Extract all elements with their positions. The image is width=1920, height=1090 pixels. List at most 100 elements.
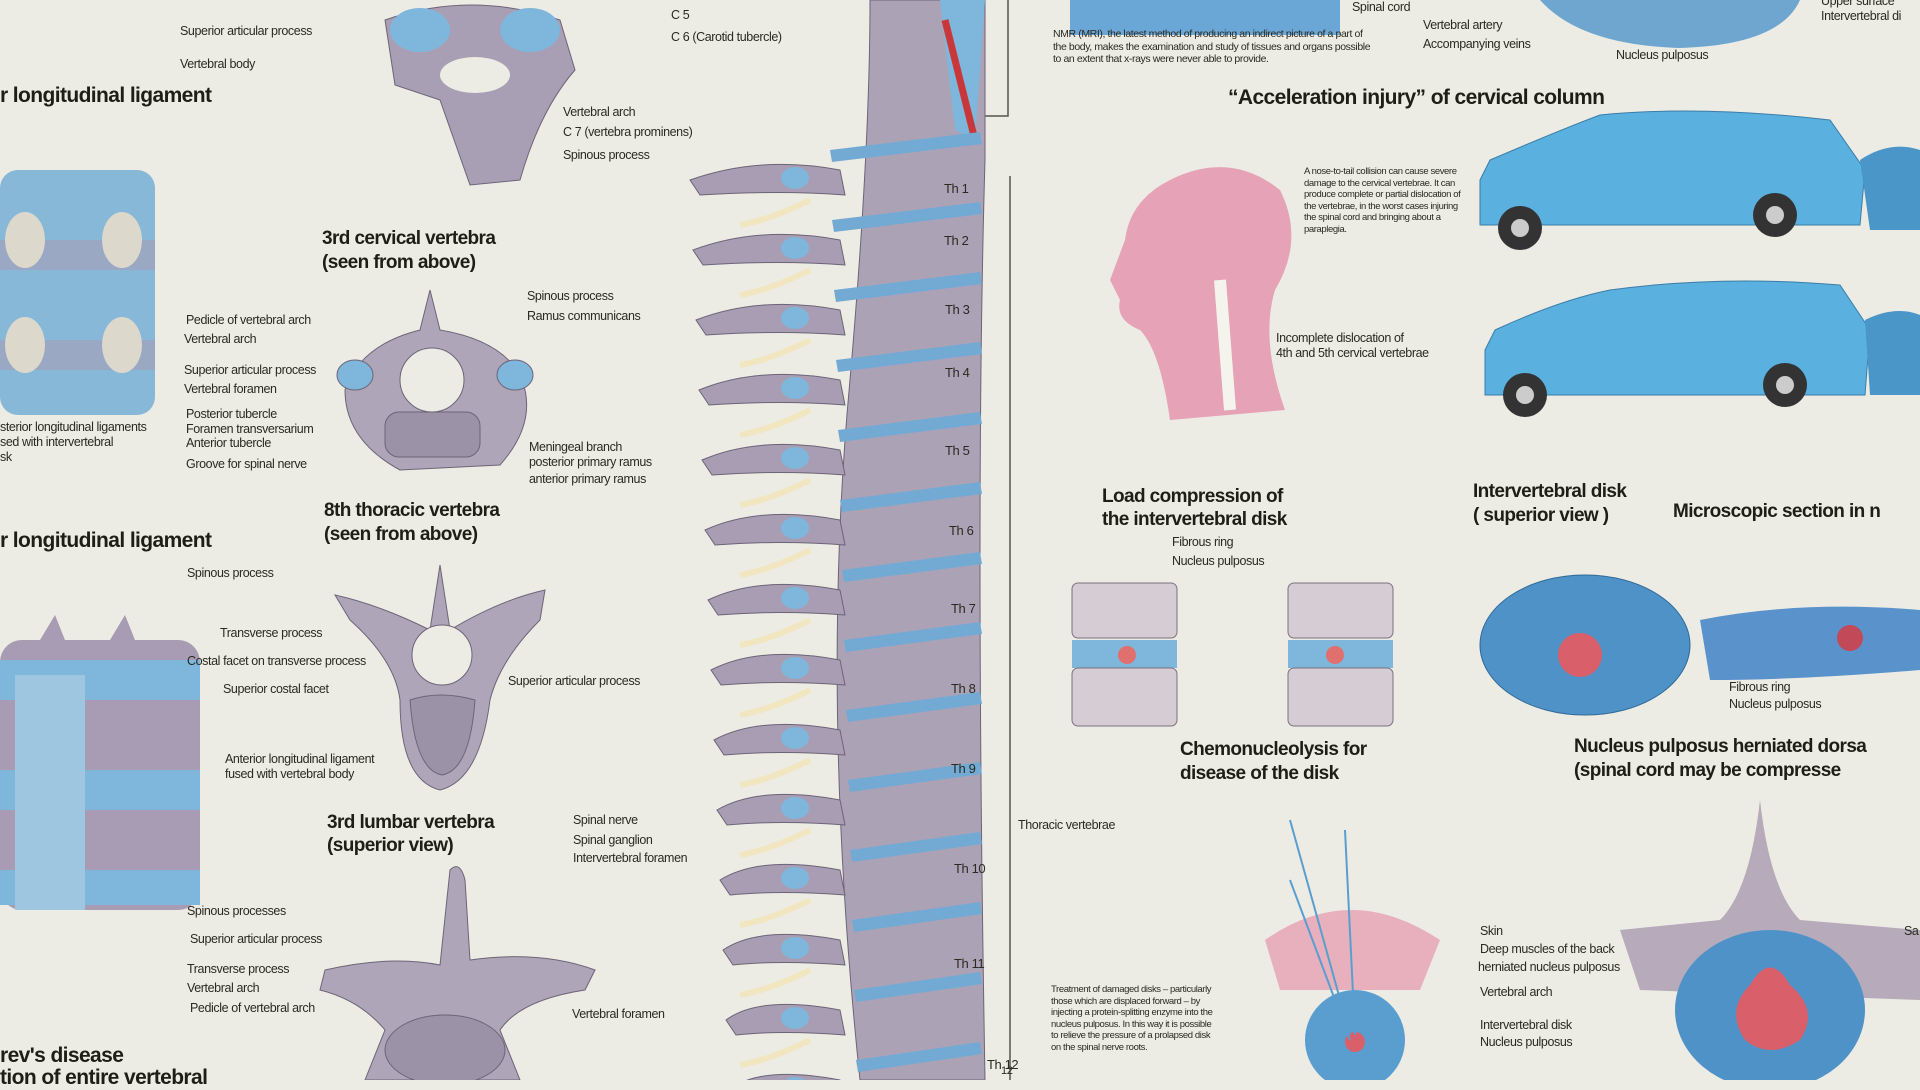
spinal-nerve-shape bbox=[739, 687, 812, 718]
articular-facet-shape bbox=[781, 587, 809, 609]
label-c5: C 5 bbox=[671, 8, 690, 22]
label: Superior costal facet bbox=[223, 682, 329, 696]
label-intervertebral-disk: Intervertebral di bbox=[1821, 9, 1902, 23]
t8-title: 8th thoracic vertebra bbox=[324, 500, 500, 521]
label-cervical-vertebrae: 4th and 5th cervical vertebrae bbox=[1276, 346, 1429, 360]
intervertebral-disk-shape bbox=[848, 762, 982, 792]
load-compression-illustration bbox=[1071, 582, 1394, 727]
chemonucleolysis-illustration bbox=[1265, 819, 1440, 1080]
articular-facet-shape bbox=[781, 377, 809, 399]
articular-facet-shape bbox=[781, 727, 809, 749]
spinal-nerve-shape bbox=[739, 1037, 812, 1068]
spinal-nerve-shape bbox=[739, 967, 812, 998]
intervertebral-disk-shape bbox=[840, 482, 982, 512]
intervertebral-disk-shape bbox=[832, 202, 982, 232]
cervical-vertebra-illustration bbox=[384, 4, 576, 186]
label-vertebral-arch: Vertebral arch bbox=[563, 105, 636, 119]
label: Vertebral foramen bbox=[572, 1007, 665, 1021]
mri-image bbox=[1070, 0, 1340, 35]
label: Spinous processes bbox=[187, 904, 286, 918]
label-th12: Th 12 bbox=[987, 1057, 1019, 1072]
label-anterior-ramus: anterior primary ramus bbox=[529, 472, 646, 486]
intervertebral-disk-shape bbox=[844, 622, 982, 652]
disk-superior-view-illustration bbox=[1479, 574, 1920, 716]
label-th7: Th 7 bbox=[951, 601, 976, 616]
herniated-disk-illustration bbox=[1620, 800, 1920, 1080]
label-pedicle: Pedicle of vertebral arch bbox=[186, 313, 311, 327]
articular-facet-shape bbox=[781, 1007, 809, 1029]
l3-subtitle: (superior view) bbox=[327, 835, 454, 856]
label-nucleus-pulposus: Nucleus pulposus bbox=[1172, 554, 1265, 568]
label: Vertebral foramen bbox=[184, 382, 277, 396]
intervertebral-disk-shape bbox=[854, 972, 982, 1002]
label-vertebral-body: Vertebral body bbox=[180, 57, 256, 71]
label-cut-off: Sa bbox=[1904, 924, 1919, 938]
label-herniated-nucleus: herniated nucleus pulposus bbox=[1478, 960, 1620, 974]
label-vertebral-arch: Vertebral arch bbox=[1480, 985, 1553, 999]
label-intervertebral-disk: Intervertebral disk bbox=[1480, 1018, 1572, 1032]
spinous-process-shape bbox=[692, 233, 846, 266]
spinal-nerve-shape bbox=[739, 267, 812, 298]
head-illustration bbox=[1110, 167, 1292, 420]
page-number: 12 bbox=[1001, 1065, 1013, 1077]
articular-facet-shape bbox=[781, 447, 809, 469]
articular-facet-shape bbox=[781, 237, 809, 259]
t8-vertebra-illustration bbox=[333, 564, 546, 791]
load-title-1: Load compression of bbox=[1102, 486, 1283, 507]
label-th4: Th 4 bbox=[945, 365, 970, 380]
label-th1: Th 1 bbox=[944, 181, 969, 196]
chemo-title-1: Chemonucleolysis for bbox=[1180, 739, 1367, 760]
articular-facet-shape bbox=[781, 167, 809, 189]
spinal-nerve-shape bbox=[739, 337, 812, 368]
intervertebral-disk-shape bbox=[836, 342, 982, 372]
articular-facet-shape bbox=[781, 867, 809, 889]
spinous-process-shape bbox=[689, 163, 846, 196]
intervertebral-disk-shape bbox=[846, 692, 982, 722]
car-illustration-rebound bbox=[1484, 280, 1920, 417]
spinous-process-shape bbox=[707, 583, 846, 616]
vertebral-column-segment-illustration bbox=[0, 615, 200, 910]
spinous-process-shape bbox=[701, 443, 846, 476]
ligament-block-illustration bbox=[0, 170, 155, 415]
articular-facet-shape bbox=[781, 797, 809, 819]
label-th9: Th 9 bbox=[951, 761, 976, 776]
spinous-process-shape bbox=[704, 513, 846, 546]
label-deep-muscles: Deep muscles of the back bbox=[1480, 942, 1615, 956]
caption-ligament-2: sed with intervertebral bbox=[0, 435, 114, 449]
heading-disease: rev's disease bbox=[0, 1044, 124, 1067]
articular-facet-shape bbox=[781, 657, 809, 679]
label-vertebral-artery: Vertebral artery bbox=[1423, 18, 1503, 32]
label: Anterior tubercle bbox=[186, 436, 271, 450]
chemo-title-2: disease of the disk bbox=[1180, 763, 1339, 784]
label-thoracic-vertebrae: Thoracic vertebrae bbox=[1018, 818, 1116, 832]
label-c6: C 6 (Carotid tubercle) bbox=[671, 30, 782, 44]
label: Vertebral arch bbox=[187, 981, 260, 995]
label-skin: Skin bbox=[1480, 924, 1503, 938]
label: Superior articular process bbox=[508, 674, 641, 688]
heading-disease-2: tion of entire vertebral bbox=[0, 1066, 208, 1089]
label: Transverse process bbox=[220, 626, 323, 640]
spinous-process-shape bbox=[695, 303, 846, 336]
intervertebral-disk-shape bbox=[856, 1042, 982, 1072]
caption-ligament-3: sk bbox=[0, 450, 12, 464]
label-c7: C 7 (vertebra prominens) bbox=[563, 125, 693, 139]
label: Foramen transversarium bbox=[186, 422, 314, 436]
intervertebral-disk-shape bbox=[834, 272, 982, 302]
label-th8: Th 8 bbox=[951, 681, 976, 696]
disk-top-illustration bbox=[1540, 0, 1800, 48]
disk-superior-title-1: Intervertebral disk bbox=[1473, 481, 1627, 502]
spinal-nerve-shape bbox=[739, 897, 812, 928]
spinous-process-shape bbox=[710, 653, 846, 686]
label-fibrous-ring: Fibrous ring bbox=[1172, 535, 1234, 549]
spinal-nerve-shape bbox=[739, 757, 812, 788]
label-fibrous-ring: Fibrous ring bbox=[1729, 680, 1791, 694]
t8-subtitle: (seen from above) bbox=[324, 524, 478, 545]
label-th6: Th 6 bbox=[949, 523, 974, 538]
l3-vertebra-illustration bbox=[319, 866, 596, 1080]
spinous-process-shape bbox=[698, 373, 846, 406]
spinal-nerve-shape bbox=[739, 547, 812, 578]
label-th5: Th 5 bbox=[945, 443, 970, 458]
label-incomplete-dislocation: Incomplete dislocation of bbox=[1276, 331, 1404, 345]
label-nucleus-pulposus: Nucleus pulposus bbox=[1729, 697, 1822, 711]
